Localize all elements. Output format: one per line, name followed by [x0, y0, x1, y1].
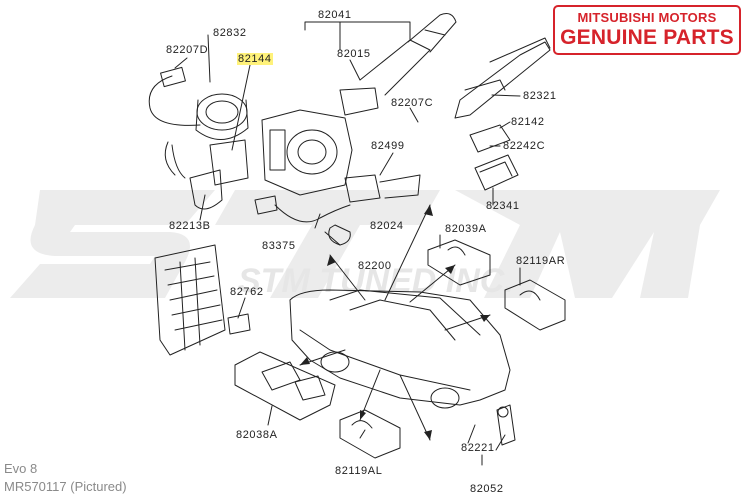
part-label-82832: 82832 [213, 27, 247, 39]
brand-title: MITSUBISHI MOTORS [577, 10, 717, 25]
part-label-82207D: 82207D [166, 44, 209, 56]
part-number-caption: MR570117 (Pictured) [4, 479, 127, 494]
clock-spring-part [148, 66, 249, 140]
window-switch-part-82119AL [339, 409, 401, 459]
brand-subtitle: GENUINE PARTS [560, 26, 734, 49]
combination-switch-part [261, 13, 457, 196]
switch-part-82052 [496, 404, 516, 446]
switch-part-82142 [469, 124, 511, 153]
watermark-logo: STM TUNED INC. [10, 190, 720, 300]
part-label-82024: 82024 [370, 220, 404, 232]
part-label-82321: 82321 [523, 90, 557, 102]
brand-badge: MITSUBISHI MOTORS GENUINE PARTS [553, 5, 741, 55]
window-switch-master-part [234, 351, 336, 421]
part-label-82119AR: 82119AR [516, 255, 566, 267]
part-label-83375: 83375 [262, 240, 296, 252]
part-label-82499: 82499 [371, 140, 405, 152]
part-label-82341: 82341 [486, 200, 520, 212]
window-switch-part-82039A [427, 239, 491, 286]
part-label-82015: 82015 [337, 48, 371, 60]
part-label-82142: 82142 [511, 116, 545, 128]
arrow-heads [300, 205, 490, 440]
part-label-82207C: 82207C [391, 97, 434, 109]
part-label-82213B: 82213B [169, 220, 211, 232]
part-label-82119AL: 82119AL [335, 465, 383, 477]
model-caption: Evo 8 [4, 461, 38, 476]
window-switch-part-82119AR [504, 279, 566, 331]
part-label-82052: 82052 [470, 483, 504, 495]
part-label-82762: 82762 [230, 286, 264, 298]
part-label-82242C: 82242C [503, 140, 546, 152]
switch-part-82341 [474, 154, 519, 191]
bracket-part [454, 37, 551, 119]
clip-part [328, 224, 351, 246]
fuse-block-part [154, 244, 226, 356]
relay-part [227, 313, 251, 335]
part-label-82039A: 82039A [445, 223, 487, 235]
connector-part [254, 174, 421, 223]
part-label-82041: 82041 [318, 9, 352, 21]
watermark-text: STM TUNED INC. [238, 262, 514, 300]
part-label-82221: 82221 [461, 442, 495, 454]
part-label-82200: 82200 [358, 260, 392, 272]
part-label-82144: 82144 [237, 53, 273, 65]
stalk-switch-part [164, 139, 249, 210]
part-label-82038A: 82038A [236, 429, 278, 441]
car-outline [289, 289, 511, 409]
